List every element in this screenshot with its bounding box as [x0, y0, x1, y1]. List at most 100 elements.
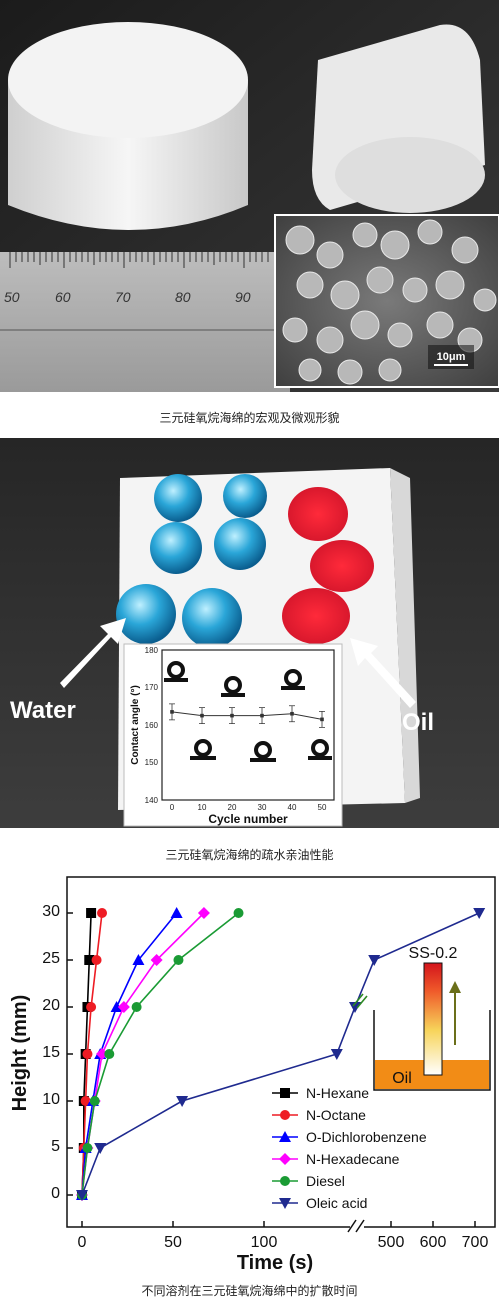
legend-label: O-Dichlorobenzene: [306, 1129, 427, 1145]
contact-angle-chart: 180 170 160 150 140 0 10 20 30 40 50 Cyc…: [123, 643, 343, 827]
inset-ytick-180: 180: [145, 646, 159, 655]
inset-xtick-0: 0: [170, 803, 175, 812]
data-point: [330, 1049, 343, 1060]
ruler-tick-50: 50: [4, 289, 20, 305]
legend-item: O-Dichlorobenzene: [272, 1129, 427, 1145]
data-point: [368, 955, 381, 966]
legend-item: Diesel: [272, 1173, 345, 1189]
series-diesel: [77, 908, 244, 1200]
ytick-0: 0: [51, 1185, 60, 1202]
contact-angle-point: [320, 717, 324, 722]
figure-3-caption: 不同溶剂在三元硅氧烷海绵中的扩散时间: [141, 1284, 358, 1298]
inset-xtick-40: 40: [288, 803, 297, 812]
contact-angle-line: [171, 711, 323, 720]
contact-angle-point: [230, 713, 234, 718]
data-point: [473, 908, 486, 919]
inset-xtick-50: 50: [318, 803, 327, 812]
data-point: [131, 1002, 142, 1012]
data-point: [117, 1001, 130, 1013]
legend-marker: [280, 1176, 290, 1186]
sponge-cylinder-large: [8, 22, 248, 230]
inset-ylabel: Contact angle (°): [130, 685, 141, 765]
ytick-20: 20: [42, 997, 60, 1014]
legend-label: N-Hexane: [306, 1085, 369, 1101]
data-point: [96, 1048, 109, 1060]
data-point: [80, 1096, 91, 1106]
contact-angle-point: [290, 711, 294, 716]
ytick-15: 15: [42, 1044, 60, 1061]
ruler-tick-60: 60: [55, 289, 71, 305]
data-point: [349, 1002, 361, 1013]
water-arrow: [60, 618, 126, 688]
water-label: Water: [10, 697, 76, 724]
ruler: 50 60 70 80 90: [0, 252, 290, 392]
inset-xtick-20: 20: [228, 803, 237, 812]
legend-item: N-Hexane: [272, 1085, 369, 1101]
legend-marker: [279, 1131, 291, 1142]
scale-bar-label: 10μm: [437, 351, 466, 363]
contact-angle-point: [260, 713, 264, 718]
data-point: [82, 1143, 93, 1153]
ytick-30: 30: [42, 903, 60, 920]
inset-ytick-160: 160: [145, 721, 159, 730]
chart-legend: N-HexaneN-OctaneO-DichlorobenzeneN-Hexad…: [272, 1085, 427, 1211]
xtick-100: 100: [251, 1234, 278, 1251]
data-point: [150, 954, 163, 966]
ruler-tick-70: 70: [115, 289, 131, 305]
xtick-600: 600: [420, 1234, 447, 1251]
sem-micrograph-inset: 10μm: [274, 214, 499, 388]
figure-2-caption: 三元硅氧烷海绵的疏水亲油性能: [165, 848, 334, 862]
legend-item: N-Octane: [272, 1107, 366, 1123]
figure-3-chart: 0 5 10 15 20 25 30 0 50 100 500 600 700 …: [0, 875, 499, 1275]
figure-1-photo: 50 60 70 80 90 10μm: [0, 0, 499, 392]
oil-label: Oil: [402, 709, 434, 736]
legend-item: Oleic acid: [272, 1195, 367, 1211]
data-point: [82, 1049, 93, 1059]
oil-arrow: [350, 638, 416, 708]
data-point: [94, 1143, 107, 1154]
inset-ytick-150: 150: [145, 758, 159, 767]
xtick-50: 50: [164, 1234, 182, 1251]
data-point: [97, 908, 108, 918]
contact-angle-point: [200, 713, 204, 718]
data-point: [86, 908, 97, 918]
data-point: [84, 955, 95, 965]
main-xlabel: Time (s): [237, 1252, 313, 1274]
inset-oil-label: Oil: [392, 1070, 412, 1087]
water-droplets: [116, 474, 267, 648]
contact-angle-point: [170, 710, 174, 714]
legend-marker: [279, 1153, 291, 1165]
oil-spots: [282, 487, 374, 644]
data-point: [104, 1049, 115, 1059]
figure-2-photo: Water Oil 180 170 160 150 140 0 10 20 30…: [0, 438, 499, 828]
ytick-25: 25: [42, 950, 60, 967]
data-point: [176, 1096, 189, 1107]
inset-xlabel: Cycle number: [208, 812, 288, 826]
data-point: [91, 955, 102, 965]
data-point: [233, 908, 244, 918]
data-point: [132, 954, 145, 965]
axis-break-marks: [352, 993, 368, 1009]
data-point: [110, 1001, 123, 1012]
ss-inset-schematic: SS-0.2 Oil: [373, 945, 491, 1091]
ss-label: SS-0.2: [409, 945, 458, 962]
series-oleic-acid: [76, 908, 486, 1201]
figure-1-caption: 三元硅氧烷海绵的宏观及微观形貌: [159, 411, 340, 425]
data-point: [86, 1002, 97, 1012]
legend-marker: [280, 1088, 290, 1098]
inset-xtick-30: 30: [258, 803, 267, 812]
ruler-tick-90: 90: [235, 289, 251, 305]
data-point: [89, 1096, 100, 1106]
data-point: [173, 955, 184, 965]
droplet-glyphs: [164, 661, 332, 762]
xtick-700: 700: [462, 1234, 489, 1251]
legend-label: Diesel: [306, 1173, 345, 1189]
legend-label: N-Hexadecane: [306, 1151, 400, 1167]
ytick-5: 5: [51, 1138, 60, 1155]
xtick-500: 500: [378, 1234, 405, 1251]
legend-marker: [280, 1110, 290, 1120]
inset-xtick-10: 10: [198, 803, 207, 812]
legend-marker: [279, 1198, 291, 1209]
data-point: [76, 1190, 88, 1201]
inset-ytick-170: 170: [145, 683, 159, 692]
